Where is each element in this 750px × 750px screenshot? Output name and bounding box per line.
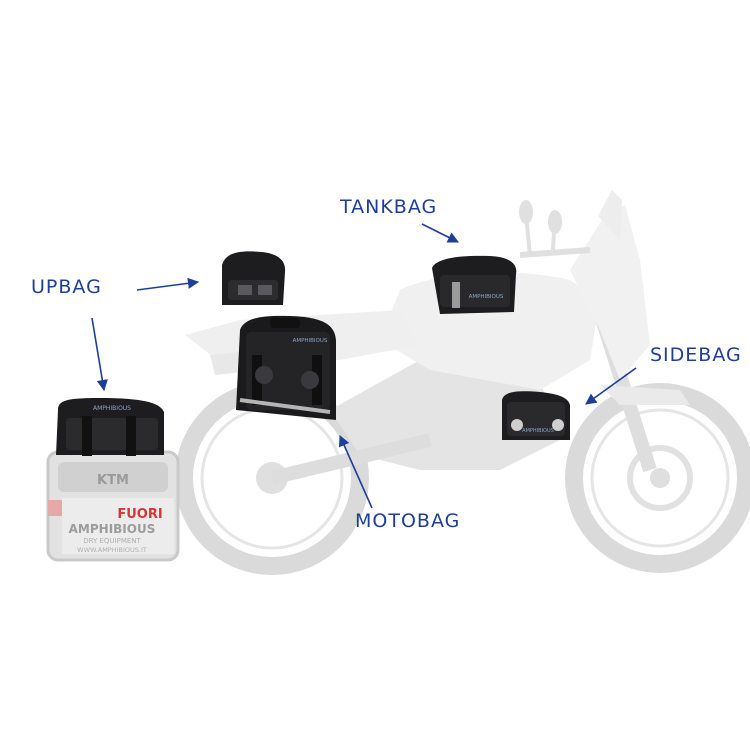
tankbag-logo: AMPHIBIOUS [469,294,504,300]
tankbag: AMPHIBIOUS [432,255,517,314]
front-fairing [570,205,650,380]
left-mirror-glass [519,200,533,224]
sticker-line2: AMPHIBIOUS [69,522,156,536]
top-case: KTM FUORI AMPHIBIOUS DRY EQUIPMENT WWW.A… [46,450,180,562]
tankbag-arrow [421,223,460,243]
topcase-brand: KTM [97,473,129,488]
sidebag-arrow [585,367,637,405]
front-wheel [565,383,750,573]
upbag-logo: AMPHIBIOUS [93,405,131,412]
engine-frame [330,360,560,470]
upbag-on-topcase: AMPHIBIOUS [56,398,164,456]
sidebag-label: SIDEBAG [650,344,742,366]
front-fender [600,385,690,405]
sidebag-logo: AMPHIBIOUS [522,428,554,434]
sticker-line3: DRY EQUIPMENT [83,537,141,545]
upbag-label: UPBAG [31,276,102,298]
sticker-url: WWW.AMPHIBIOUS.IT [77,546,147,554]
motobag-arrow [338,434,373,509]
windscreen [598,190,622,240]
right-mirror-glass [548,210,562,234]
tankbag-label: TANKBAG [340,196,438,218]
fuel-tank [380,272,600,390]
motobag-logo: AMPHIBIOUS [293,338,328,344]
upbag-arrow-down [91,317,108,392]
motobag-label: MOTOBAG [355,510,461,532]
sidebag: AMPHIBIOUS [502,391,570,440]
sticker [62,498,174,554]
upbag-arrow-right [136,277,200,291]
upbag-floating [222,251,286,305]
motobag: AMPHIBIOUS [236,315,336,420]
sticker-line1: FUORI [117,507,162,522]
